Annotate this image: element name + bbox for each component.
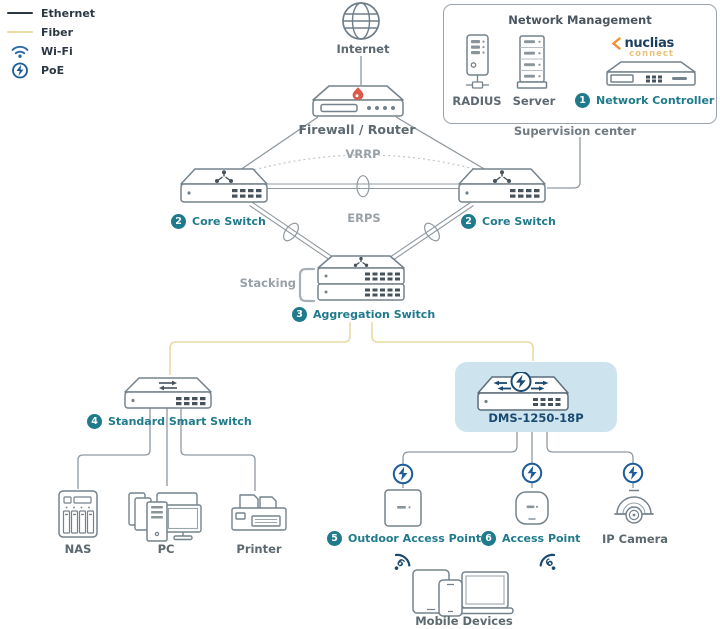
legend-item-wifi: Wi-Fi [7, 43, 95, 59]
link-dms-camera [546, 432, 634, 488]
ethernet-line-swatch [7, 11, 33, 15]
pc-icon [128, 492, 202, 542]
link-firewall-core-left [239, 116, 319, 171]
internet-globe-icon [342, 2, 380, 40]
server-icon [516, 35, 548, 89]
badge-5: 5 [327, 531, 342, 546]
aggregation-switch-label: Aggregation Switch [313, 308, 436, 321]
link-supervision-core-right [547, 137, 581, 189]
printer-icon [231, 494, 287, 531]
badge-2: 2 [461, 214, 476, 229]
standard-smart-switch-icon [124, 377, 212, 409]
flame-icon [352, 87, 364, 101]
stacking-label: Stacking [239, 276, 296, 290]
core-switch-label: Core Switch [482, 215, 556, 228]
radius-label: RADIUS [452, 94, 502, 108]
erps-label: ERPS [347, 211, 381, 225]
legend-item-poe: PoE [7, 62, 95, 78]
lag-ring-right [424, 222, 440, 242]
badge-2: 2 [171, 214, 186, 229]
nuclias-connect: connect [629, 49, 674, 59]
standard-smart-switch-caption: 4 Standard Smart Switch [87, 414, 252, 429]
badge-6: 6 [481, 531, 496, 546]
standard-smart-switch-label: Standard Smart Switch [108, 415, 252, 428]
firewall-router-icon [312, 85, 404, 117]
ip-camera-label: IP Camera [601, 532, 669, 546]
nuclias-logo: nuclias connect [608, 36, 674, 59]
aggregation-switch-icon [317, 255, 405, 301]
link-coreR-agg-a [390, 205, 474, 262]
internet-label: Internet [336, 42, 390, 56]
dms-label: DMS-1250-18P [488, 411, 584, 425]
dms-switch-icon [477, 372, 569, 411]
server-label: Server [512, 94, 556, 108]
nas-icon [58, 490, 98, 538]
badge-3: 3 [292, 307, 307, 322]
wifi6-icon-left: 6 [394, 553, 411, 570]
network-controller-caption: 1 Network Controller [575, 93, 714, 108]
link-standard-printer [180, 408, 256, 491]
outdoor-access-point-icon [384, 489, 422, 527]
mobile-devices-icon [412, 569, 514, 617]
poe-injector-icon-1 [392, 463, 414, 485]
legend: Ethernet Fiber Wi-Fi PoE [7, 5, 95, 78]
nas-label: NAS [64, 542, 92, 556]
link-coreL-agg-a [249, 205, 333, 262]
wifi-icon [11, 45, 29, 58]
core-switch-label: Core Switch [192, 215, 266, 228]
link-firewall-core-right [395, 116, 487, 171]
fiber-agg-standard [169, 322, 351, 375]
access-point-label: Access Point [502, 532, 581, 545]
link-standard-nas [77, 408, 151, 489]
nuclias-chevron-icon [612, 37, 622, 50]
wifi6-icon-right: 6 [539, 553, 556, 570]
link-coreL-agg-b [252, 202, 336, 259]
network-controller-icon [606, 61, 696, 86]
badge-4: 4 [87, 414, 102, 429]
fiber-agg-dms [371, 322, 534, 361]
legend-item-fiber: Fiber [7, 24, 95, 40]
pc-label: PC [157, 542, 175, 556]
legend-label: Wi-Fi [41, 44, 73, 58]
access-point-icon [515, 491, 549, 525]
aggregation-switch-caption: 3 Aggregation Switch [292, 307, 435, 322]
outdoor-access-point-caption: 5 Outdoor Access Point [327, 531, 481, 546]
core-switch-left-icon [180, 168, 268, 203]
stacking-bracket [298, 267, 316, 303]
link-dms-outdoor-ap [402, 432, 518, 488]
nuclias-brand: nuclias [624, 36, 674, 51]
fiber-line-swatch [7, 30, 33, 34]
access-point-caption: 6 Access Point [481, 531, 580, 546]
badge-1: 1 [575, 93, 590, 108]
poe-icon [12, 62, 28, 78]
supervision-center-label: Supervision center [513, 124, 637, 138]
mobile-devices-label: Mobile Devices [415, 614, 513, 628]
radius-server-icon [466, 34, 489, 89]
link-coreR-agg-b [387, 202, 471, 259]
legend-label: Ethernet [41, 6, 96, 20]
legend-label: PoE [41, 63, 65, 77]
poe-injector-icon-3 [622, 462, 644, 484]
core-switch-right-caption: 2 Core Switch [461, 214, 556, 229]
poe-injector-icon-2 [521, 462, 543, 484]
ip-camera-icon [614, 489, 654, 524]
printer-label: Printer [236, 542, 282, 556]
legend-label: Fiber [41, 25, 74, 39]
network-controller-label: Network Controller [596, 94, 715, 107]
panel-title: Network Management [508, 13, 652, 27]
lag-ring-left [283, 222, 299, 242]
legend-item-ethernet: Ethernet [7, 5, 95, 21]
firewall-router-label: Firewall / Router [298, 122, 416, 137]
core-switch-left-caption: 2 Core Switch [171, 214, 266, 229]
lag-ring-center [356, 175, 370, 198]
vrrp-label: VRRP [345, 147, 381, 161]
core-switch-right-icon [458, 168, 546, 203]
outdoor-access-point-label: Outdoor Access Point [348, 532, 482, 545]
